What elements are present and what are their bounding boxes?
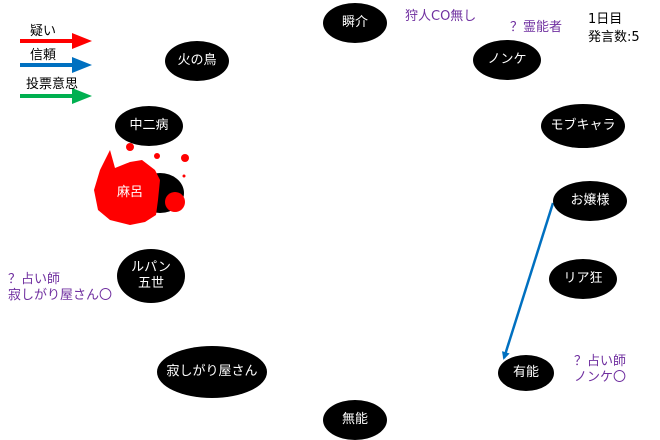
note-lupin: ？占い師 寂しがり屋さん〇 xyxy=(8,272,113,303)
legend-arrow-doubt xyxy=(20,33,92,49)
trust-arrow-ojousama-to-yuunou xyxy=(501,202,555,360)
player-node-yuunou[interactable]: 有能 xyxy=(498,355,554,391)
blood-splatter xyxy=(94,141,189,225)
legend-label-trust: 信頼 xyxy=(30,48,57,63)
player-node-munou[interactable]: 無能 xyxy=(323,400,387,440)
legend-label-vote: 投票意思 xyxy=(26,77,79,92)
player-node-riakyou[interactable]: リア狂 xyxy=(549,259,617,299)
legend-label-doubt: 疑い xyxy=(30,24,57,39)
player-node-mobuchara[interactable]: モブキャラ xyxy=(541,104,625,148)
day-label: 1日目 xyxy=(588,12,623,27)
player-node-lupin[interactable]: ルパン 五世 xyxy=(117,249,185,303)
player-node-ojousama[interactable]: お嬢様 xyxy=(553,181,627,221)
player-node-hinotori[interactable]: 火の鳥 xyxy=(165,41,229,81)
player-node-sabishigariya[interactable]: 寂しがり屋さん xyxy=(157,346,267,398)
note-nonke: ？霊能者 xyxy=(510,20,563,35)
player-node-chuunibyou[interactable]: 中二病 xyxy=(115,106,183,146)
player-node-shunsuke[interactable]: 瞬介 xyxy=(323,3,387,43)
player-node-maro[interactable]: 麻呂 xyxy=(116,185,143,200)
legend-arrow-vote xyxy=(20,88,92,104)
speech-count: 発言数:5 xyxy=(588,30,640,45)
note-shunsuke: 狩人CO無し xyxy=(405,9,477,24)
player-node-nonke[interactable]: ノンケ xyxy=(473,40,541,80)
note-yuunou: ？占い師 ノンケ〇 xyxy=(574,354,627,385)
legend-arrow-trust xyxy=(20,57,92,73)
